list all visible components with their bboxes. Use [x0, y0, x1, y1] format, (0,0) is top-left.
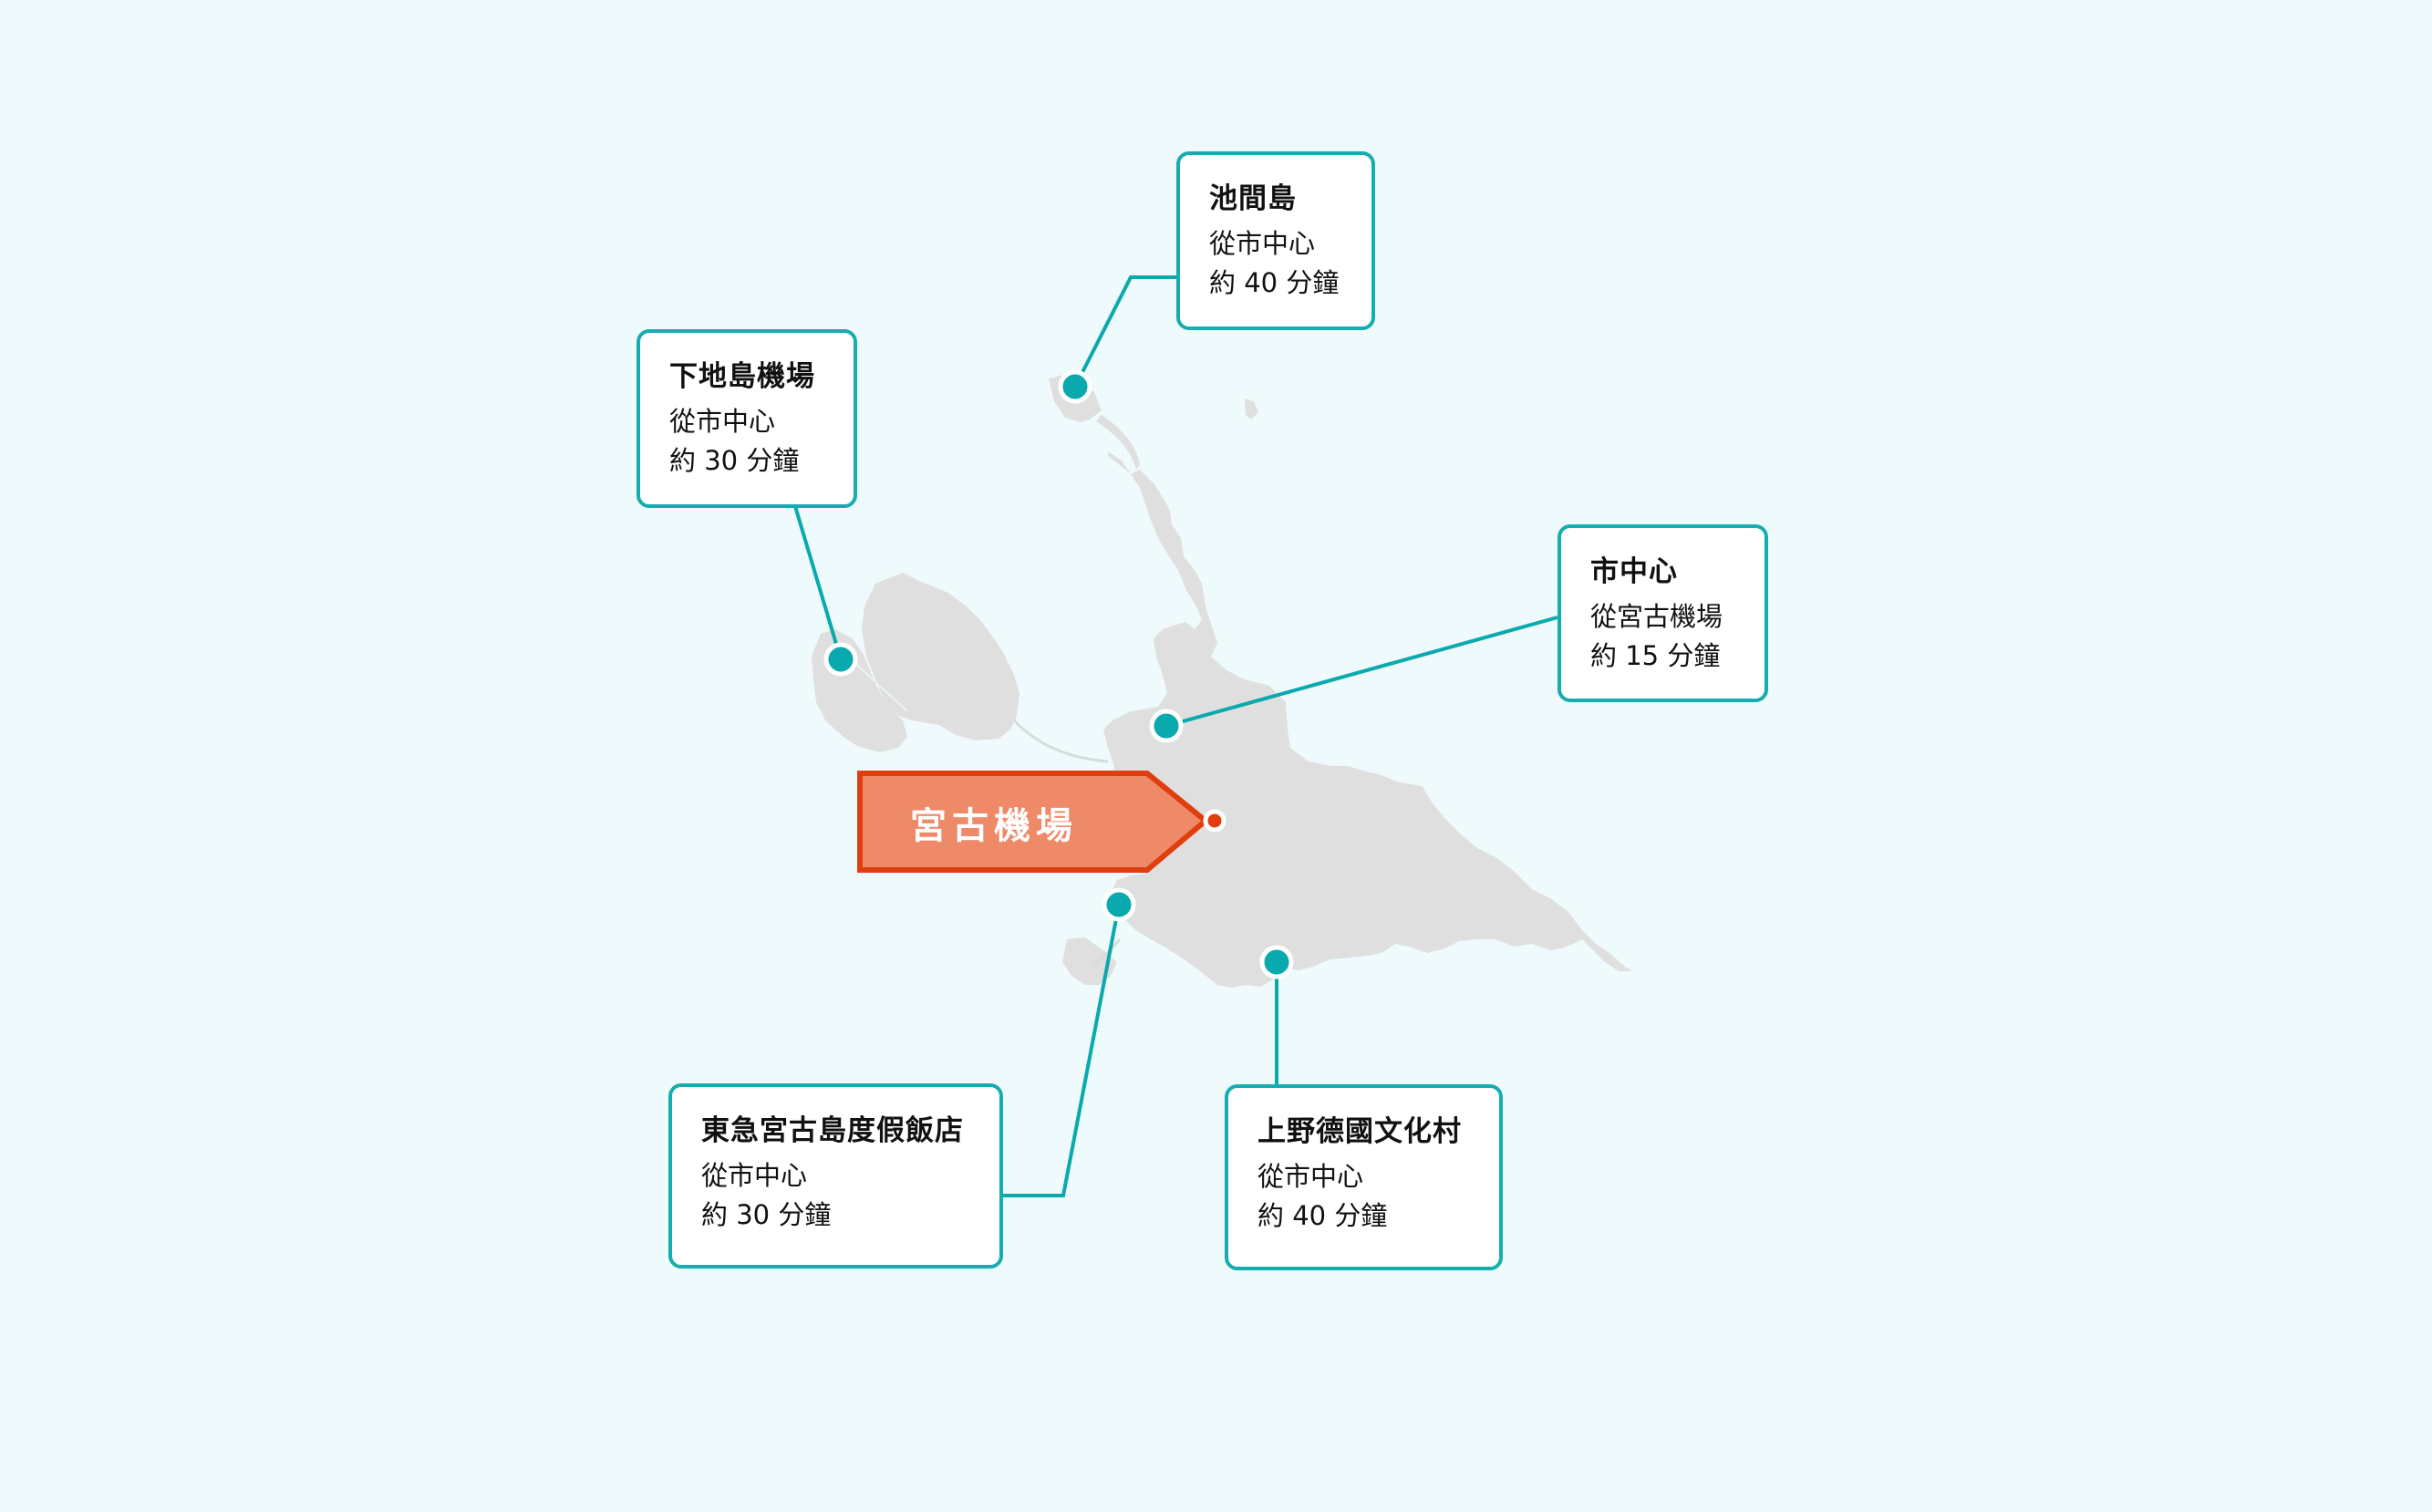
card-origin: 從市中心 [669, 406, 776, 437]
connector-city-center [1165, 616, 1558, 728]
card-title: 上野德國文化村 [1257, 1115, 1462, 1148]
land-masses [812, 372, 1632, 988]
card-origin: 從宮古機場 [1590, 601, 1723, 632]
shimoji-irabu-road [847, 656, 908, 712]
pin-city-center-icon[interactable] [1149, 709, 1184, 743]
card-tokyu-resort[interactable]: 東急宮古島度假飯店 從市中心 約 30 分鐘 [668, 1083, 1003, 1269]
card-duration: 約 40 分鐘 [1257, 1200, 1388, 1231]
airport-tag-shape [857, 771, 1210, 873]
card-title: 下地島機場 [669, 360, 815, 393]
pin-ueno-icon[interactable] [1259, 945, 1294, 979]
airport-label[interactable]: 宮古機場 [910, 805, 1078, 847]
islet [1245, 399, 1258, 419]
pin-ikema-icon[interactable] [1058, 369, 1092, 404]
airport-pin-icon[interactable] [1203, 809, 1226, 833]
card-shimojishima-airport[interactable]: 下地島機場 從市中心 約 30 分鐘 [636, 329, 857, 508]
connector-shimojishima [793, 505, 843, 660]
connector-lines [793, 275, 1558, 1197]
connector-ikema [1073, 275, 1176, 388]
irabu-bridge [1012, 719, 1109, 763]
miyako-main-island [1103, 451, 1632, 988]
card-duration: 約 40 分鐘 [1209, 267, 1340, 298]
location-pins [823, 369, 1294, 979]
card-ikema[interactable]: 池間島 從市中心 約 40 分鐘 [1176, 151, 1375, 330]
pin-tokyu-resort-icon[interactable] [1102, 887, 1136, 922]
card-origin: 從市中心 [1209, 228, 1316, 259]
card-title: 市中心 [1590, 555, 1678, 588]
card-origin: 從市中心 [1257, 1161, 1364, 1192]
airport-marker[interactable] [857, 771, 1226, 873]
pin-shimojishima-icon[interactable] [823, 642, 858, 677]
card-origin: 從市中心 [701, 1160, 808, 1191]
card-title: 池間島 [1209, 182, 1297, 215]
card-duration: 約 30 分鐘 [669, 445, 800, 476]
card-duration: 約 30 分鐘 [701, 1199, 832, 1230]
card-city-center[interactable]: 市中心 從宮古機場 約 15 分鐘 [1558, 524, 1768, 702]
connector-tokyu-resort [1001, 904, 1121, 1197]
kurima-bridge [1092, 937, 1122, 968]
card-duration: 約 15 分鐘 [1590, 640, 1721, 671]
kurima-island [1062, 937, 1117, 985]
irabu-island [862, 573, 1019, 740]
card-title: 東急宮古島度假飯店 [701, 1114, 964, 1147]
card-ueno-german-village[interactable]: 上野德國文化村 從市中心 約 40 分鐘 [1225, 1084, 1503, 1270]
